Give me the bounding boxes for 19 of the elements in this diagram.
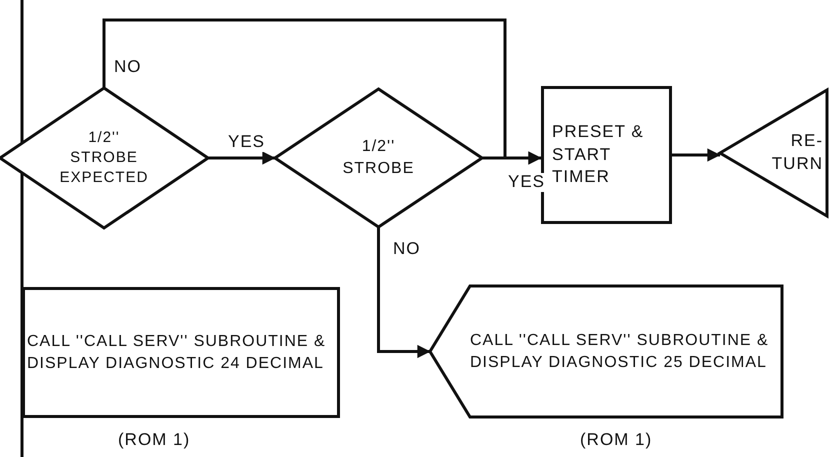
node-label: 1/2'' STROBE — [342, 137, 416, 179]
edge-label: YES — [507, 173, 546, 192]
decision-diamond — [275, 89, 482, 227]
terminal-triangle — [720, 90, 827, 216]
node-label: RE- TURN — [770, 130, 824, 175]
memory-note: (ROM 1) — [118, 430, 190, 450]
node-label: 1/2'' STROBE EXPECTED — [58, 128, 150, 188]
edge-label: YES — [227, 133, 266, 152]
node-label: CALL ''CALL SERV'' SUBROUTINE & DISPLAY DIAGNOSTIC 25 DECIMAL — [469, 330, 770, 372]
arrow — [208, 151, 276, 165]
node-label: CALL ''CALL SERV'' SUBROUTINE & DISPLAY DIAGNOSTIC 24 DECIMAL — [26, 332, 327, 374]
display-shape — [430, 286, 782, 417]
decision-diamond — [0, 88, 208, 228]
node-label: PRESET & START TIMER — [551, 120, 645, 188]
process-box — [22, 287, 340, 418]
arrow — [482, 151, 542, 165]
arrow — [377, 227, 431, 358]
arrow — [672, 148, 721, 162]
memory-note: (ROM 1) — [580, 430, 652, 450]
